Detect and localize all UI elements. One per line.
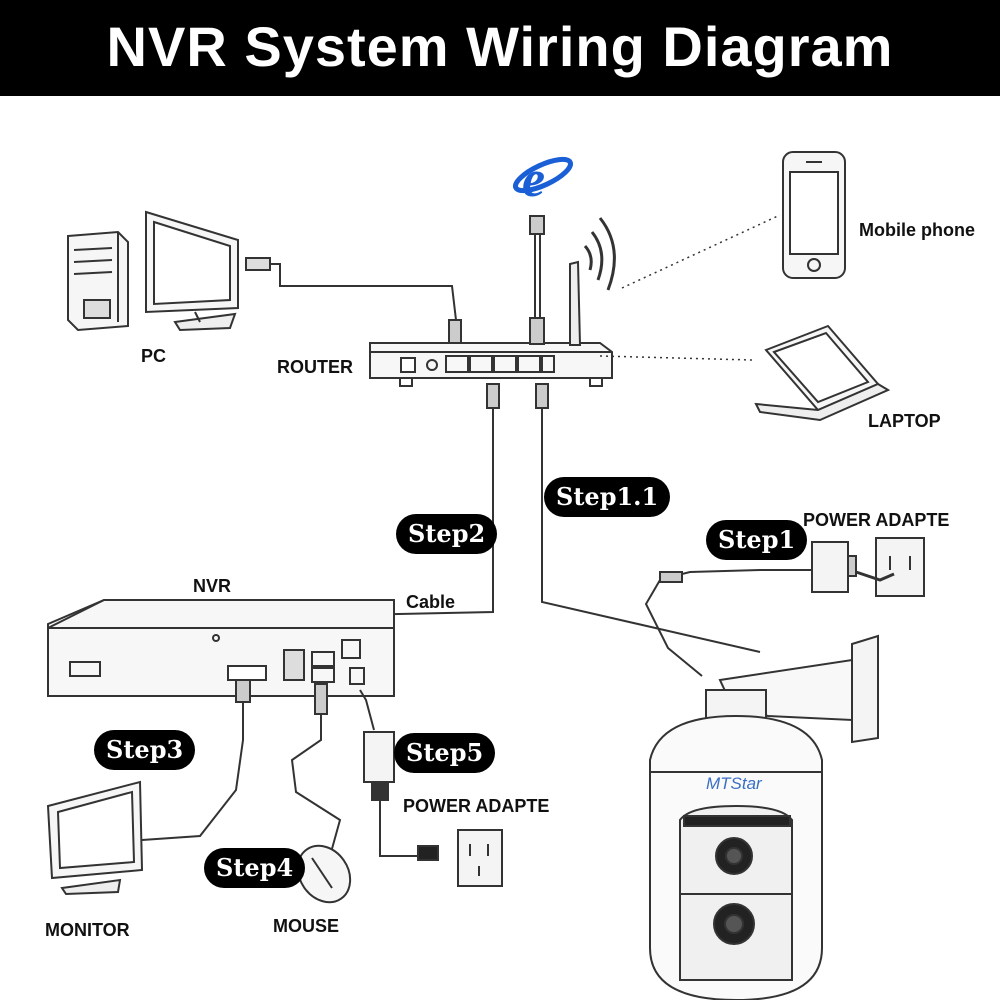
- mouse-device: [296, 844, 352, 904]
- camera-router-cable: [541, 408, 761, 653]
- wireless-link-laptop: [599, 355, 753, 361]
- mobile-phone-label: Mobile phone: [859, 220, 975, 240]
- svg-text:e: e: [522, 151, 545, 208]
- internet-explorer-icon: e: [512, 151, 574, 208]
- internet-cable-plug: [529, 215, 545, 235]
- nvr-power-adapter: [363, 731, 395, 783]
- laptop-label: LAPTOP: [868, 411, 941, 431]
- camera-power-adapter-label: POWER ADAPTE: [803, 510, 950, 530]
- step1-badge: Step1: [706, 520, 808, 560]
- laptop-device: [754, 324, 891, 422]
- step2-badge: Step2: [396, 514, 498, 554]
- cable-label: Cable: [406, 592, 456, 612]
- nvr-power-adapter-label: POWER ADAPTE: [403, 796, 550, 816]
- pc-label: PC: [141, 346, 167, 366]
- camera-brand-label: MTStar: [706, 774, 762, 793]
- mobile-phone-device: [782, 151, 846, 279]
- step5-badge: Step5: [394, 733, 496, 773]
- mouse-cable: [290, 714, 342, 857]
- title-bar: NVR System Wiring Diagram: [0, 0, 1000, 96]
- camera-power-adapter: [811, 541, 857, 593]
- monitor-device: [46, 780, 144, 896]
- router-label: ROUTER: [277, 357, 353, 377]
- step4-badge: Step4: [204, 848, 306, 888]
- diagram-title: NVR System Wiring Diagram: [106, 15, 894, 78]
- nvr-label: NVR: [193, 576, 232, 596]
- wall-outlet-nvr: [457, 829, 503, 887]
- wifi-signal-icon: [583, 217, 616, 291]
- monitor-label: MONITOR: [45, 920, 130, 940]
- mouse-label: MOUSE: [273, 916, 340, 936]
- monitor-cable: [141, 702, 244, 841]
- pc-network-plug: [245, 257, 271, 271]
- wireless-link-phone: [621, 214, 781, 289]
- camera-power-cable: [665, 569, 812, 579]
- pc-tower: [67, 230, 129, 332]
- nvr-device: [47, 599, 395, 697]
- wall-outlet-camera: [875, 537, 925, 597]
- pc-router-cable: [270, 263, 457, 321]
- step3-badge: Step3: [94, 730, 196, 770]
- router-antenna: [569, 260, 582, 346]
- step1-1-badge: Step1.1: [544, 477, 671, 517]
- router-device: [369, 342, 613, 387]
- nvr-power-cable: [359, 689, 375, 731]
- ptz-camera: [649, 634, 879, 1000]
- pc-monitor: [145, 210, 239, 332]
